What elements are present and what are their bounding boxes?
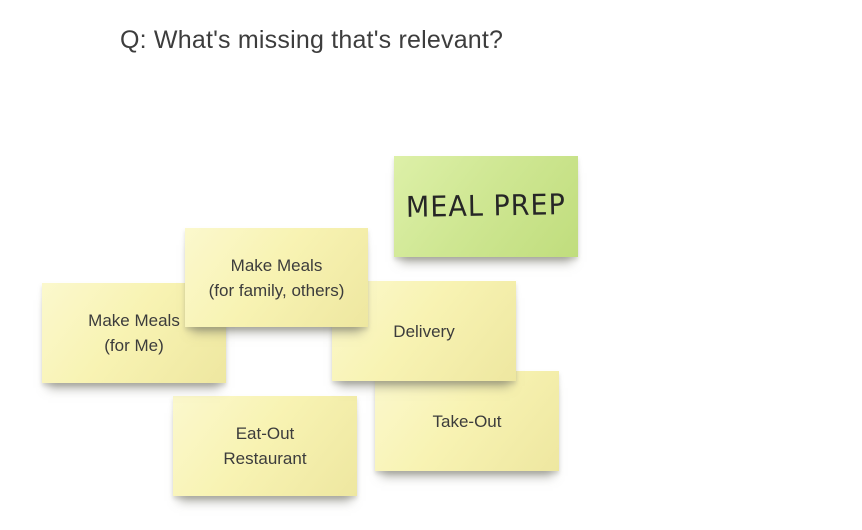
sticky-note-meal-prep[interactable]: MEAL PREP (394, 156, 578, 257)
sticky-note-make-meals-family-line-2: (for family, others) (208, 280, 345, 300)
sticky-note-make-meals-family-line-1: Make Meals (230, 255, 323, 275)
sticky-note-take-out[interactable]: Take-Out (375, 371, 559, 471)
sticky-note-make-meals-me-line-1: Make Meals (88, 311, 180, 330)
sticky-note-eat-out-line-1: Eat-Out (235, 424, 295, 443)
board-question-title[interactable]: Q: What's missing that's relevant? (120, 26, 504, 54)
sticky-note-take-out-text: Take-Out (432, 411, 502, 431)
sticky-note-delivery-text: Delivery (393, 321, 455, 341)
sticky-note-make-meals-family[interactable]: Make Meals (for family, others) (185, 228, 368, 327)
sticky-note-eat-out-line-2: Restaurant (223, 449, 307, 468)
sticky-note-eat-out-restaurant[interactable]: Eat-Out Restaurant (173, 396, 357, 496)
sticky-note-make-meals-me-line-2: (for Me) (104, 336, 164, 355)
sticky-note-meal-prep-text: MEAL PREP (405, 188, 567, 225)
